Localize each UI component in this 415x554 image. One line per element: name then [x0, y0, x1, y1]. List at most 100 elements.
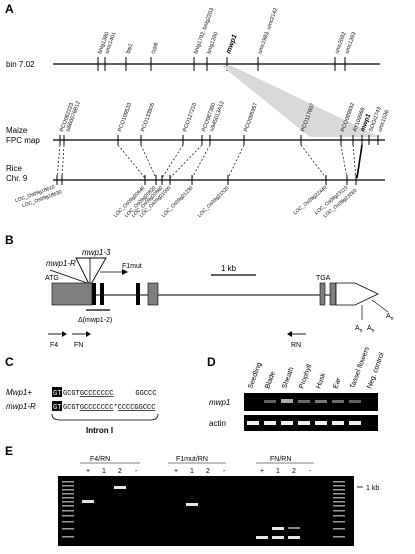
d-row-actin: actin — [209, 419, 226, 428]
e-lane-label: 2 — [292, 468, 296, 475]
c-row2-label: mwp1-R — [6, 402, 36, 411]
e-group-label: FN/RN — [270, 456, 291, 463]
d-bands-mwp1 — [264, 399, 361, 403]
f1mut-primer-label: F1mut — [122, 263, 142, 270]
e-lane-label: + — [260, 468, 264, 475]
c-row1-box-text: GT — [53, 390, 61, 398]
deletion-label: Δ(mwp1-2) — [78, 317, 112, 324]
exon-1 — [51, 282, 93, 306]
rice-locus-labels: LOC_Os09g18610 LOC_Os09g18630 LOC_Os09g2… — [14, 184, 358, 219]
poly-a-line-2 — [371, 299, 389, 313]
rn-arrowhead — [287, 331, 292, 337]
c-row1-label: Mwp1+ — [6, 388, 32, 397]
synteny-lines — [56, 144, 357, 179]
exon-2 — [136, 283, 140, 305]
f4-arrowhead — [62, 331, 67, 337]
fpc-label-1: Maize — [6, 126, 28, 135]
poly-a-1: An — [355, 325, 363, 334]
intron-label: Intron I — [86, 426, 113, 435]
d-col-label: Sheath — [281, 366, 295, 389]
d-column-labels: Seedling Blade Sheath Prophyll Husk Ear … — [247, 346, 386, 390]
e-ladder-left — [62, 481, 74, 538]
panel-a: A bin 7.02 bnlg1380 umc1401 lpp1 cyp6 bn… — [5, 2, 391, 219]
d-col-label: Husk — [315, 372, 327, 390]
d-col-label: Seedling — [247, 362, 263, 390]
exon-1-black-b — [100, 283, 104, 305]
three-prime-utr — [335, 282, 379, 306]
intron-bracket — [51, 413, 159, 421]
e-gel — [58, 476, 354, 546]
fn-arrowhead — [86, 331, 91, 337]
e-bands — [82, 486, 300, 539]
primer-rn-label: RN — [291, 342, 301, 349]
poly-a-3: An — [386, 313, 394, 322]
e-lane-label: + — [86, 468, 90, 475]
exon-4 — [319, 282, 326, 306]
d-gel-actin — [244, 415, 378, 431]
e-group-label: F4/RN — [90, 456, 110, 463]
e-group-label: F1mut/RN — [176, 456, 208, 463]
primer-f4-label: F4 — [50, 342, 58, 349]
rice-locus: LOC_Os09g21520 — [197, 185, 231, 219]
d-row-mwp1: mwp1 — [209, 398, 230, 407]
c-row2-seq: GCGTGCCCCCCC*CCCCGGCCC — [63, 404, 155, 412]
e-lane-labels: + 1 2 - + 1 2 - + 1 2 - — [86, 468, 312, 475]
bin-marker-mwp1: mwp1 — [225, 34, 238, 55]
fpc-marker: PCO095957 — [243, 102, 259, 133]
rice-ticks — [56, 175, 357, 185]
panel-d-letter: D — [207, 355, 216, 369]
fpc-marker: PCO127210 — [182, 102, 198, 133]
d-gel-mwp1 — [244, 393, 378, 411]
exon-5 — [329, 282, 337, 306]
f1mut-arrowhead — [122, 269, 128, 275]
fpc-label-2: FPC map — [6, 136, 40, 145]
exon-3 — [147, 282, 159, 306]
e-lane-label: + — [174, 468, 178, 475]
poly-a-sites: An An An — [355, 313, 394, 334]
e-ladder-right — [333, 481, 345, 538]
d-col-label: Neg. control — [366, 351, 386, 389]
bin-marker: cyp6 — [150, 42, 160, 55]
bin-marker-labels: bnlg1380 umc1401 lpp1 cyp6 bnlg1792, bnl… — [97, 7, 357, 54]
primer-fn-label: FN — [74, 342, 83, 349]
e-lane-label: - — [135, 468, 138, 475]
e-lane-label: - — [309, 468, 312, 475]
c-row1-box — [52, 387, 62, 397]
fpc-ticks — [59, 135, 379, 145]
mwp1-ortholog-line — [356, 144, 363, 179]
bin-label: bin 7.02 — [6, 60, 35, 69]
allele-mwp1-r-label: mwp1-R — [46, 259, 76, 268]
fpc-marker-labels: PCO062223 si660076B12 PCO109533 PCO13380… — [59, 100, 390, 132]
e-size-marker-label: 1 kb — [366, 485, 379, 492]
zoom-band — [222, 66, 380, 137]
e-lane-label: 2 — [206, 468, 210, 475]
panel-e: E F4/RN F1mut/RN FN/RN + 1 2 - + 1 2 - +… — [5, 444, 379, 546]
d-col-label: Ear — [332, 376, 343, 389]
e-lane-label: 2 — [118, 468, 122, 475]
insertion-triangle — [75, 257, 107, 287]
fpc-marker: PCO109533 — [117, 102, 133, 133]
e-lane-label: 1 — [190, 468, 194, 475]
panel-c-letter: C — [5, 355, 14, 369]
panel-a-letter: A — [5, 2, 14, 16]
c-row2-box — [52, 401, 62, 411]
d-col-label: Blade — [264, 370, 277, 389]
atg-label: ATG — [45, 275, 59, 282]
d-col-label: Prophyll — [298, 363, 313, 390]
e-lane-label: 1 — [276, 468, 280, 475]
scale-bar-label: 1 kb — [221, 264, 237, 273]
c-row2-box-text: GT — [53, 404, 61, 412]
allele-mwp1-3-label: mwp1-3 — [82, 248, 111, 257]
mwp1-r-pointer — [49, 269, 91, 285]
bin-marker: lpp1 — [125, 43, 134, 55]
bin-marker: bnlg1200 — [206, 31, 219, 54]
panel-b-letter: B — [5, 233, 14, 247]
e-lane-label: 1 — [102, 468, 106, 475]
panel-d: D Seedling Blade Sheath Prophyll Husk Ea… — [207, 346, 386, 431]
e-lane-label: - — [223, 468, 226, 475]
fpc-marker: PCO133805 — [140, 102, 156, 133]
rice-label-1: Rice — [6, 164, 23, 173]
panel-e-letter: E — [5, 444, 13, 458]
